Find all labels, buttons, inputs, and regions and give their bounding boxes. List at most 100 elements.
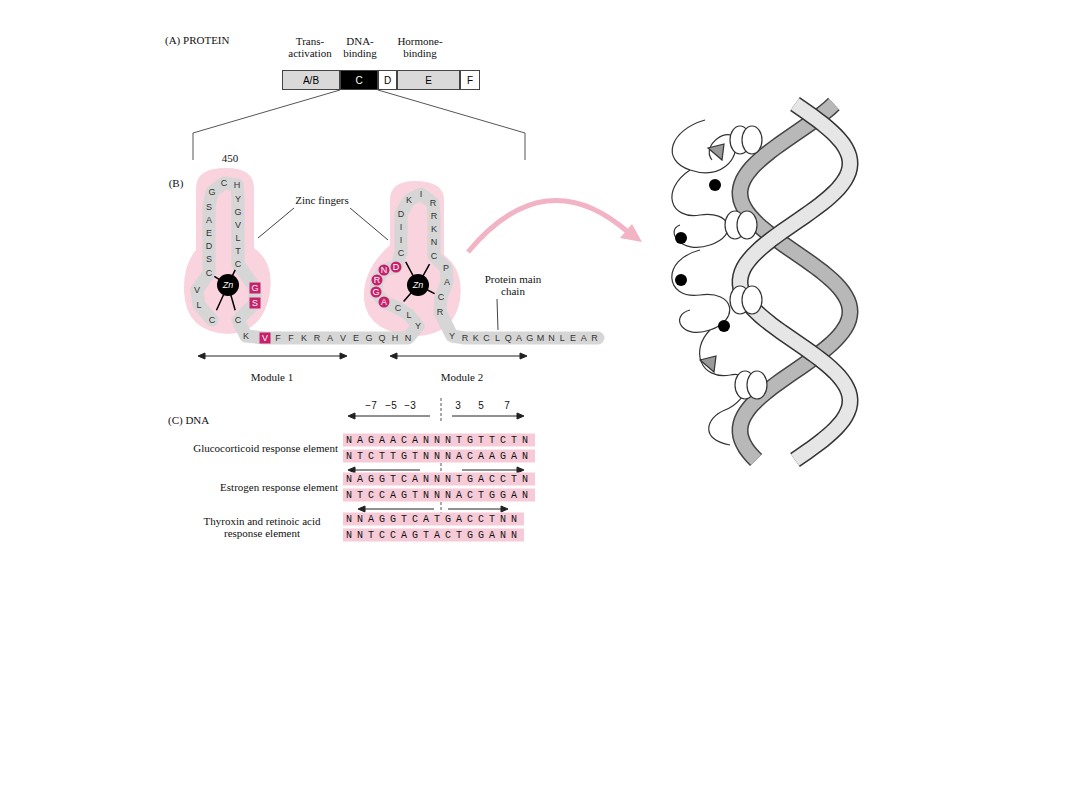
amino-acid: Y: [413, 321, 424, 332]
position-number: 7: [504, 400, 510, 411]
amino-acid: K: [429, 224, 440, 235]
zinc-label: Zn: [223, 280, 234, 290]
amino-acid: Y: [447, 331, 458, 342]
domain-segment: A/B: [282, 70, 340, 90]
amino-acid: N: [546, 333, 557, 344]
position-number: 5: [478, 400, 484, 411]
caption-label: (C) DNA: [168, 414, 209, 426]
amino-acid: L: [557, 333, 568, 344]
amino-acid: I: [396, 235, 407, 246]
amino-acid: H: [232, 180, 243, 191]
amino-acid: G: [207, 187, 218, 198]
amino-acid: F: [286, 333, 297, 344]
amino-acid: G: [524, 333, 535, 344]
amino-acid: A: [514, 333, 525, 344]
caption-label: Module 1: [251, 371, 293, 383]
amino-acid: C: [429, 251, 440, 262]
dna-strand: [740, 104, 850, 460]
amino-acid: L: [233, 233, 244, 244]
caption-label: (A) PROTEIN: [165, 34, 229, 46]
amino-acid: V: [338, 333, 349, 344]
zinc-bonds: [214, 262, 434, 310]
amino-acid: E: [568, 333, 579, 344]
amino-acid: R: [428, 198, 439, 209]
amino-acid: A: [379, 297, 390, 308]
position-number: −7: [365, 400, 376, 411]
amino-acid: Y: [233, 194, 244, 205]
domain-name: E: [425, 75, 432, 86]
zinc-ion: [217, 274, 239, 296]
domain-name: A/B: [303, 75, 319, 86]
caption-label: DNA- binding: [336, 35, 384, 59]
leader-line: [350, 208, 388, 240]
amino-acid: R: [312, 333, 323, 344]
main-chain-band: [197, 183, 598, 338]
bracket-line: [193, 90, 340, 160]
dna-sequence: NAGAACANNNTGTTCTN: [343, 434, 535, 447]
caption-label: Module 2: [441, 371, 483, 383]
amino-acid: A: [204, 215, 215, 226]
zinc-ion: [407, 274, 429, 296]
amino-acid: R: [429, 211, 440, 222]
amino-acid: N: [403, 333, 414, 344]
domain-segment: C: [340, 70, 378, 90]
caption-label: Zinc fingers: [295, 194, 348, 206]
amino-acid: R: [460, 333, 471, 344]
amino-acid: C: [396, 248, 407, 259]
domain-segment: D: [378, 70, 397, 90]
amino-acid: F: [273, 333, 284, 344]
amino-acid: N: [379, 265, 390, 276]
amino-acid: I: [396, 222, 407, 233]
leader-line: [258, 208, 294, 238]
amino-acid: G: [250, 283, 261, 294]
dna-strand: [740, 104, 850, 460]
caption-label: (B): [169, 177, 184, 189]
amino-acid: R: [589, 333, 600, 344]
caption-label: 450: [222, 152, 239, 164]
amino-acid: D: [396, 209, 407, 220]
dna-sequence: NNTCCAGTACTGGANN: [343, 529, 524, 542]
amino-acid: L: [404, 310, 415, 321]
amino-acid: C: [233, 315, 244, 326]
amino-acid: E: [204, 228, 215, 239]
domain-name: D: [384, 75, 391, 86]
pointer-arrow-head: [620, 224, 642, 242]
amino-acid: K: [299, 333, 310, 344]
amino-acid: I: [416, 189, 427, 200]
amino-acid: K: [241, 331, 252, 342]
amino-acid: C: [481, 333, 492, 344]
dna-sequence: NTCCAGTNNNACTGGAN: [343, 489, 535, 502]
amino-acid: V: [260, 333, 271, 344]
amino-acid: G: [371, 287, 382, 298]
dna-sequence: NNAGGTCATGACCTNN: [343, 513, 524, 526]
amino-acid: L: [492, 333, 503, 344]
bracket-line: [378, 90, 525, 160]
domain-segment: E: [397, 70, 460, 90]
amino-acid: L: [194, 300, 205, 311]
amino-acid: S: [204, 202, 215, 213]
dna-strand: [740, 104, 850, 460]
main-chain-band: [197, 183, 598, 338]
amino-acid: Q: [377, 333, 388, 344]
amino-acid: C: [393, 303, 404, 314]
dna-sequence: NAGGTCANNNTGACCTN: [343, 473, 535, 486]
caption-label: Hormone- binding: [390, 35, 450, 59]
amino-acid: C: [204, 268, 215, 279]
amino-acid: Q: [503, 333, 514, 344]
protein-ribbon: [672, 120, 767, 445]
amino-acid: S: [250, 298, 261, 309]
amino-acid: E: [351, 333, 362, 344]
amino-acid: C: [207, 315, 218, 326]
pointer-arrow: [468, 200, 628, 252]
amino-acid: D: [204, 241, 215, 252]
amino-acid: V: [233, 220, 244, 231]
amino-acid: A: [578, 333, 589, 344]
amino-acid: T: [233, 246, 244, 257]
amino-acid: D: [391, 262, 402, 273]
zinc-atoms: [675, 179, 730, 332]
module-arrows: [198, 353, 527, 359]
domain-name: F: [467, 75, 473, 86]
amino-acid: C: [436, 292, 447, 303]
